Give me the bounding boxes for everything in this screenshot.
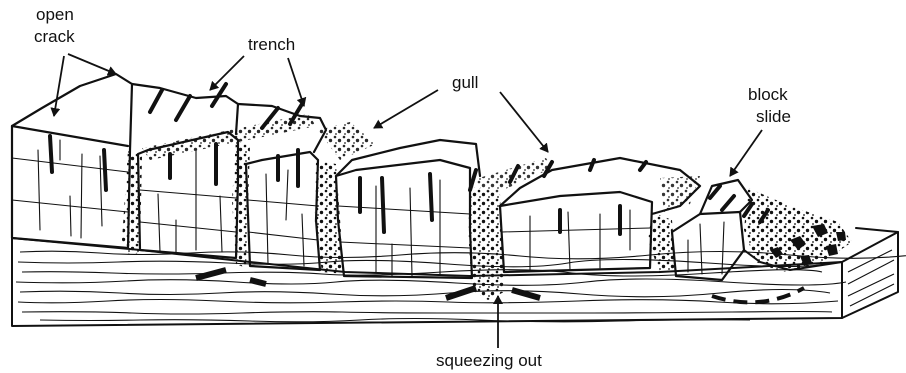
- label-block-slide-line2: slide: [756, 107, 791, 126]
- gull-fills: [122, 114, 852, 300]
- leader-lines: [54, 54, 762, 348]
- label-block-slide-line1: block: [748, 85, 788, 104]
- label-gull: gull: [452, 73, 478, 92]
- label-open-crack-line2: crack: [34, 27, 75, 46]
- block-2: [132, 84, 238, 258]
- label-open-crack-line1: open: [36, 5, 74, 24]
- block-1: [12, 74, 132, 248]
- label-trench: trench: [248, 35, 295, 54]
- label-squeezing-out: squeezing out: [436, 351, 542, 370]
